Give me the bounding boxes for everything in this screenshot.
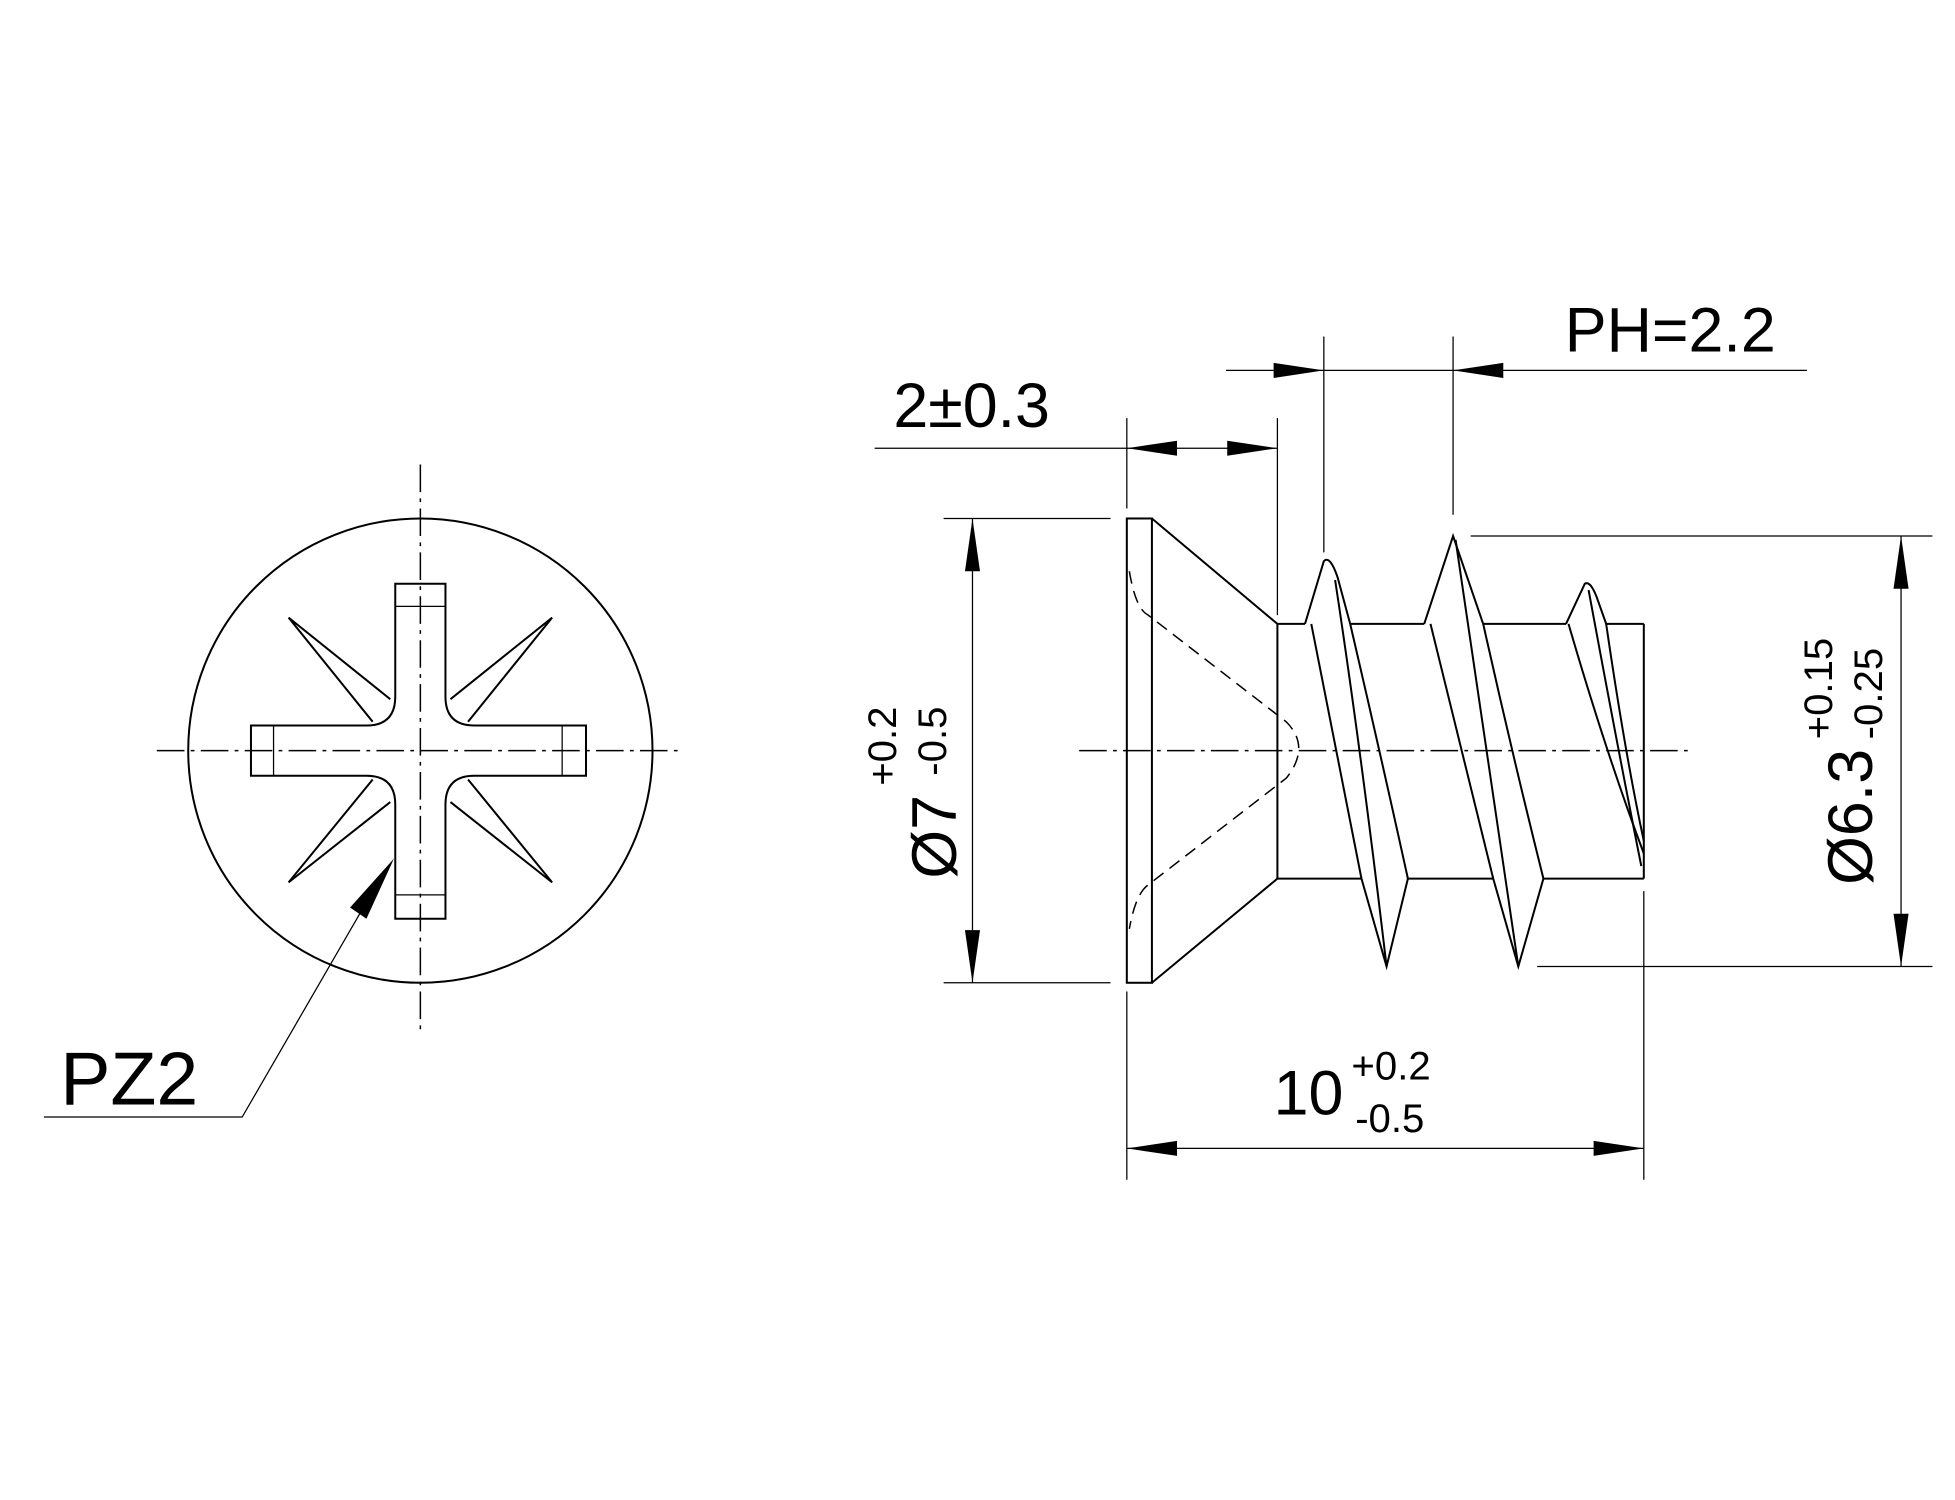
thread-diameter-upper-tol: +0.15 — [1796, 638, 1841, 740]
pozidriv-cross-recess — [249, 582, 588, 920]
length-label: 10 — [1274, 1059, 1344, 1129]
length-lower-tol: -0.5 — [1355, 1096, 1424, 1141]
pozidriv-spokes — [287, 616, 553, 884]
head-diameter-label: Ø7 — [900, 795, 970, 879]
head-height-dimension: 2±0.3 — [874, 371, 1279, 616]
thread-diameter-dimension: Ø6.3 +0.15 -0.25 — [1470, 535, 1933, 968]
head-height-label: 2±0.3 — [893, 371, 1050, 441]
pitch-label: PH=2.2 — [1565, 296, 1776, 366]
thread — [1304, 532, 1645, 971]
length-upper-tol: +0.2 — [1351, 1043, 1430, 1088]
side-view: 2±0.3 PH=2.2 Ø7 +0.2 -0.5 — [860, 296, 1933, 1180]
drive-type-label: PZ2 — [60, 1036, 198, 1120]
head-diameter-dimension: Ø7 +0.2 -0.5 — [860, 517, 1111, 984]
cross-arm-end-caps — [272, 605, 563, 896]
thread-diameter-lower-tol: -0.25 — [1846, 648, 1891, 740]
pitch-dimension: PH=2.2 — [1225, 296, 1807, 553]
head-rim — [1125, 517, 1153, 984]
countersink-cone — [1151, 517, 1279, 984]
pz2-leader — [43, 858, 395, 1118]
head-diameter-upper-tol: +0.2 — [860, 707, 905, 786]
front-view: PZ2 — [43, 464, 684, 1120]
head-diameter-lower-tol: -0.5 — [910, 707, 955, 776]
length-dimension: 10 +0.2 -0.5 — [1126, 891, 1645, 1180]
thread-diameter-label: Ø6.3 — [1816, 749, 1886, 885]
